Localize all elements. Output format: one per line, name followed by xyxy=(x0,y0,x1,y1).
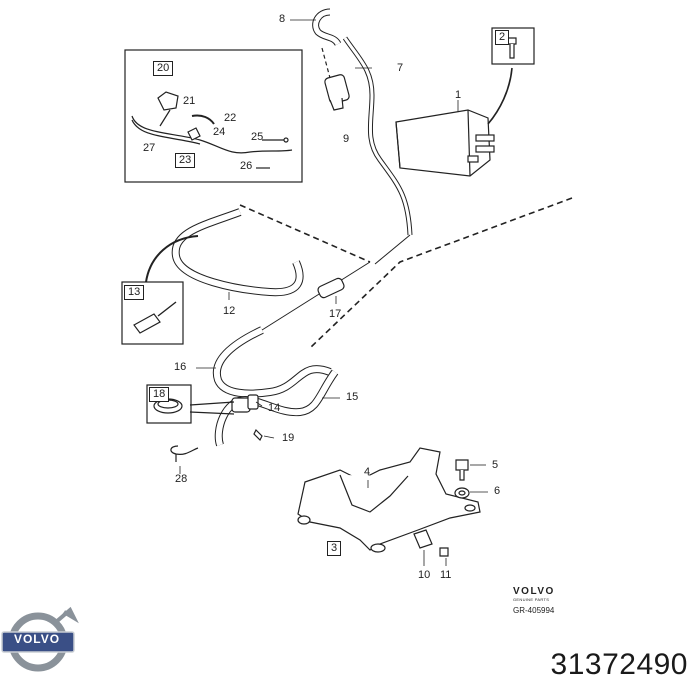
callout-18: 18 xyxy=(149,387,170,402)
bolt-2 xyxy=(507,37,517,59)
diagram-reference: GR-405994 xyxy=(513,606,555,615)
callout-28: 28 xyxy=(175,473,188,485)
clip-10 xyxy=(413,529,433,549)
callout-10: 10 xyxy=(418,569,431,581)
callout-25: 25 xyxy=(251,131,264,143)
hose-12 xyxy=(171,208,304,297)
callout-14: 14 xyxy=(268,402,281,414)
part-number: 31372490 xyxy=(550,648,688,681)
callout-20: 20 xyxy=(153,61,174,76)
callout-17: 17 xyxy=(329,308,342,320)
callout-24: 24 xyxy=(213,126,226,138)
callout-9: 9 xyxy=(343,133,350,145)
logo-word: VOLVO xyxy=(13,632,61,646)
callout-5: 5 xyxy=(492,459,499,471)
brand-subtitle: GENUINE PARTS xyxy=(513,597,550,602)
callout-23: 23 xyxy=(175,153,196,168)
callout-2: 2 xyxy=(495,30,510,45)
inset-frame-bolt xyxy=(491,27,535,65)
callout-3: 3 xyxy=(327,541,342,556)
inset-frame-connector xyxy=(121,281,184,345)
fitting-14 xyxy=(231,394,259,413)
charcoal-canister xyxy=(395,109,495,177)
callout-11: 11 xyxy=(440,569,452,581)
valve-9 xyxy=(324,74,350,111)
bolt-19 xyxy=(253,428,263,442)
callout-7: 7 xyxy=(397,62,404,74)
callout-13: 13 xyxy=(124,285,145,300)
clamp-18 xyxy=(153,398,183,414)
strap-28 xyxy=(170,445,199,462)
inset-frame-clamp xyxy=(146,384,192,424)
callout-16: 16 xyxy=(174,361,187,373)
callout-27: 27 xyxy=(143,142,156,154)
callout-15: 15 xyxy=(346,391,359,403)
callout-21: 21 xyxy=(183,95,196,107)
hose-16 xyxy=(212,326,332,398)
nut-11 xyxy=(439,547,449,557)
bolt-5 xyxy=(455,459,469,481)
callout-22: 22 xyxy=(224,112,237,124)
bracket-4 xyxy=(297,447,481,553)
callout-19: 19 xyxy=(282,432,295,444)
connector-17 xyxy=(317,277,345,299)
callout-4: 4 xyxy=(364,466,371,478)
volvo-logo-icon xyxy=(1,606,79,672)
brand-name: VOLVO xyxy=(513,586,555,597)
callout-6: 6 xyxy=(494,485,501,497)
callout-1: 1 xyxy=(455,89,462,101)
inset-frame-hose-assembly xyxy=(124,49,303,183)
callout-26: 26 xyxy=(240,160,253,172)
hose-assembly-27 xyxy=(131,91,293,169)
connector-13 xyxy=(133,301,177,334)
callout-8: 8 xyxy=(279,13,286,25)
callout-12: 12 xyxy=(223,305,236,317)
washer-6 xyxy=(454,487,470,499)
